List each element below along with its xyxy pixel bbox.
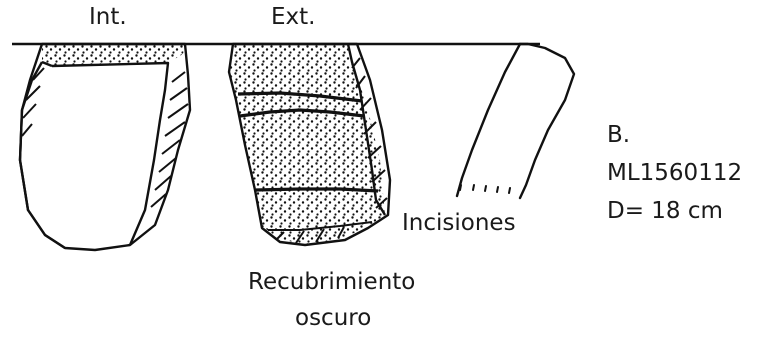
- profile-section: [455, 42, 576, 200]
- incision-marks: [459, 184, 511, 194]
- exterior-band-line-3: [255, 187, 379, 193]
- exterior-band-line-1: [237, 91, 363, 103]
- interior-band-edge: [41, 60, 53, 68]
- coating-label-line1: Recubrimiento: [248, 269, 416, 295]
- profile-outline: [518, 42, 576, 200]
- exterior-stipple-fill: [230, 44, 385, 244]
- interior-outline: [18, 42, 192, 252]
- interior-sherd: [18, 42, 192, 252]
- interior-left-hatching: [21, 67, 45, 137]
- specimen-diameter: D= 18 cm: [607, 198, 723, 224]
- coating-label-line2: oscuro: [295, 305, 372, 331]
- exterior-band-line-2: [239, 108, 365, 118]
- specimen-id: ML1560112: [607, 160, 743, 186]
- profile-inner-line: [455, 42, 522, 198]
- interior-stipple-band: [42, 44, 185, 66]
- exterior-wall-hatching: [351, 57, 388, 209]
- exterior-label: Ext.: [271, 4, 316, 30]
- interior-left-wall: [18, 61, 66, 250]
- exterior-sherd: [227, 42, 392, 247]
- interior-inner-line: [51, 61, 170, 246]
- interior-wall-hatching: [150, 71, 189, 208]
- exterior-outline: [227, 42, 392, 247]
- incisions-label: Incisiones: [402, 210, 516, 236]
- exterior-inner-edge: [346, 43, 387, 216]
- specimen-letter: B.: [607, 122, 631, 148]
- exterior-base-hatching: [268, 221, 373, 244]
- interior-label: Int.: [89, 4, 127, 30]
